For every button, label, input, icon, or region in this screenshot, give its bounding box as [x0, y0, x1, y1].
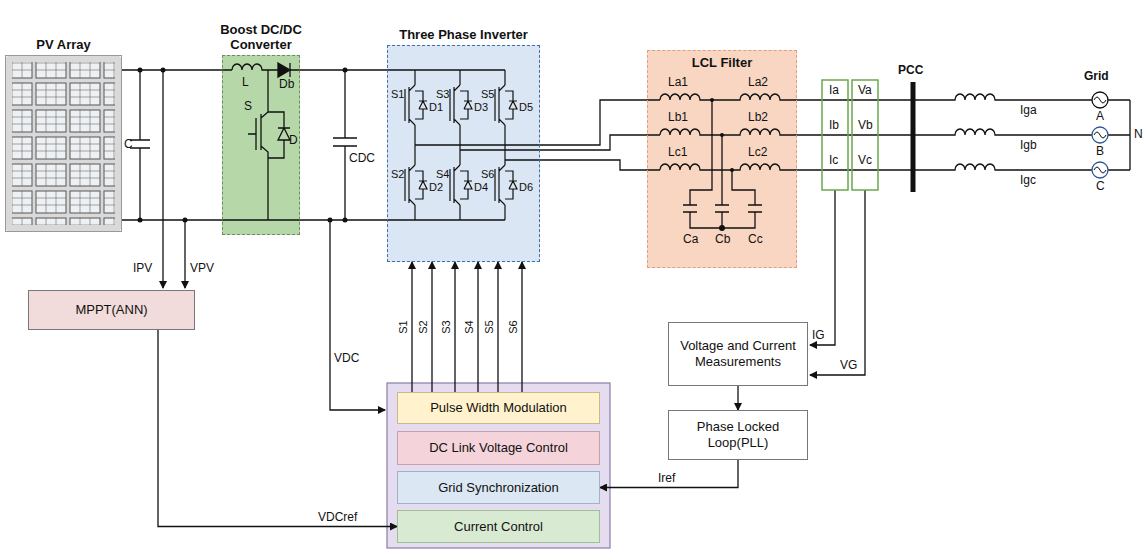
inverter-block: Three Phase Inverter — [387, 45, 540, 262]
signal-label: S6 — [507, 319, 519, 334]
switch-label: D6 — [519, 181, 533, 193]
signal-label: VDC — [334, 352, 359, 365]
process-box: DC Link Voltage Control — [397, 431, 600, 465]
filter-label: Lc2 — [748, 146, 767, 159]
wires — [122, 63, 1130, 410]
signal-label: Iref — [657, 472, 676, 485]
grid-label: C — [1096, 180, 1105, 193]
connector — [497, 262, 498, 392]
connector — [454, 262, 455, 392]
signal-label: S5 — [483, 319, 495, 334]
component-label: CDC — [349, 152, 375, 165]
pv-array: PV Array — [5, 55, 122, 232]
signal-label: S1 — [397, 319, 409, 334]
connector — [431, 262, 432, 392]
grid-label: A — [1096, 110, 1104, 123]
filter-label: La1 — [668, 76, 688, 89]
switch-label: D2 — [429, 181, 443, 193]
grid-label: N — [1134, 128, 1143, 141]
signal-label: S2 — [417, 319, 429, 334]
connector — [737, 386, 738, 410]
component-label: Db — [279, 78, 294, 91]
grid-label: Igb — [1020, 139, 1037, 152]
box-text: Pulse Width Modulation — [424, 398, 573, 418]
block-title: Boost DC/DC Converter — [206, 22, 316, 53]
junction-dots — [138, 68, 735, 232]
sensor-label: Ia — [829, 84, 839, 97]
filter-label: Lb1 — [668, 111, 688, 124]
box-text: Current Control — [448, 517, 549, 537]
grid-label: Grid — [1084, 70, 1109, 83]
switch-label: D4 — [474, 181, 488, 193]
switch-label: D3 — [474, 101, 488, 113]
measurement-box: Voltage and Current Measurements — [668, 322, 808, 386]
signal-label: S4 — [463, 319, 475, 334]
sensor-label: Ib — [829, 119, 839, 132]
filter-label: Lc1 — [668, 146, 687, 159]
grid-label: B — [1096, 145, 1104, 158]
bus-label: PCC — [898, 64, 923, 77]
grid-label: Iga — [1020, 104, 1037, 117]
box-text: Voltage and Current Measurements — [669, 336, 807, 371]
pcc-bus — [911, 82, 916, 192]
box-text: MPPT(ANN) — [69, 300, 153, 320]
signal-label: IPV — [133, 262, 152, 275]
sensor-label: Vc — [858, 154, 872, 167]
block-title: LCL Filter — [648, 55, 796, 71]
signal-label: S3 — [440, 319, 452, 334]
filter-label: Cc — [748, 233, 763, 246]
switch-label: S6 — [481, 168, 494, 180]
sensor-label: Va — [858, 84, 872, 97]
component-label: S — [244, 100, 252, 113]
component-label: C — [124, 138, 133, 151]
block-title: PV Array — [4, 37, 124, 53]
filter-label: Cb — [715, 233, 730, 246]
component-label: D — [289, 134, 298, 147]
switch-label: S5 — [481, 88, 494, 100]
signal-label: IG — [812, 329, 825, 342]
sensor-label: Ic — [829, 154, 838, 167]
box-text: Grid Synchronization — [432, 478, 565, 498]
block-fills — [5, 45, 797, 548]
connector — [477, 262, 478, 392]
signal-label: VDCref — [317, 511, 358, 524]
switch-label: S3 — [436, 88, 449, 100]
switch-label: S2 — [391, 168, 404, 180]
mppt-box: MPPT(ANN) — [28, 290, 195, 330]
connector — [411, 262, 412, 392]
box-text: Phase Locked Loop(PLL) — [669, 417, 807, 452]
component-label: L — [242, 76, 249, 89]
grid-label: Igc — [1020, 174, 1036, 187]
switch-label: D5 — [519, 101, 533, 113]
sensor-label: Vb — [858, 119, 873, 132]
process-box: Pulse Width Modulation — [397, 392, 600, 424]
box-text: DC Link Voltage Control — [423, 438, 574, 458]
connector — [521, 262, 522, 392]
connector — [158, 330, 397, 527]
filter-label: Lb2 — [748, 111, 768, 124]
signal-label: VG — [840, 359, 857, 372]
igbt-symbol — [405, 70, 517, 220]
inverter-switches — [405, 70, 517, 220]
pll-box: Phase Locked Loop(PLL) — [668, 410, 808, 460]
filter-label: Ca — [683, 233, 698, 246]
process-box: Grid Synchronization — [397, 471, 600, 504]
signal-label: VPV — [190, 262, 214, 275]
switch-label: S4 — [436, 168, 449, 180]
filter-label: La2 — [748, 76, 768, 89]
process-box: Current Control — [397, 510, 600, 543]
sensor-boxes — [822, 80, 878, 190]
switch-label: D1 — [429, 101, 443, 113]
block-title: Three Phase Inverter — [354, 27, 574, 43]
switch-label: S1 — [391, 88, 404, 100]
connector — [600, 460, 738, 488]
